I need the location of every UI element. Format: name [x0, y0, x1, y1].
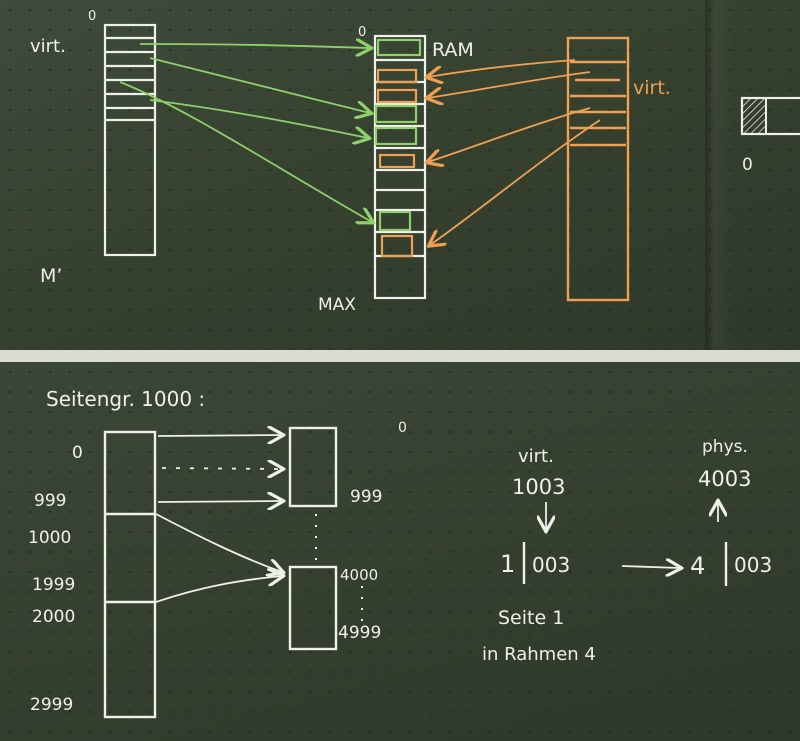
split-phys-offset: 003: [734, 553, 772, 577]
addr-0: 0: [72, 443, 83, 463]
page-size-title: Seitengr. 1000 :: [46, 387, 205, 411]
bottom-diagram: Seitengr. 1000 : 0 999 1000 1999 2000 29…: [28, 387, 772, 719]
addr-1999: 1999: [32, 575, 75, 595]
board-edge-shadow: [705, 0, 800, 350]
far-right-memory-sketch: [740, 96, 800, 136]
caption-line2: in Rahmen 4: [482, 644, 596, 665]
frame-4000: 4000: [340, 566, 378, 584]
top-board-panel: virt. 0 0 RAM virt. M’ MAX 0: [0, 0, 800, 350]
bottom-board-panel: Seitengr. 1000 : 0 999 1000 1999 2000 29…: [0, 362, 800, 741]
frame-top-999: 999: [350, 487, 382, 507]
translation-arrows: [546, 502, 718, 568]
orange-mapping-arrows: [428, 59, 601, 245]
addr-2000: 2000: [32, 607, 75, 627]
addr-999: 999: [34, 491, 66, 511]
ram-green-frames: [374, 38, 422, 232]
split-virt-offset: 003: [532, 553, 570, 577]
page-mapping-arrows: [155, 435, 282, 603]
ram-orange-frames: [376, 68, 418, 258]
board-divider: [0, 350, 800, 362]
caption-line1: Seite 1: [498, 607, 564, 629]
split-phys-frame: 4: [690, 552, 705, 580]
green-mapping-arrows: [119, 44, 372, 222]
phys-label: phys.: [702, 437, 748, 457]
label-zero-ram: 0: [358, 25, 366, 40]
physical-frames: [288, 426, 338, 651]
label-virt-left: virt.: [30, 36, 66, 57]
addr-1000: 1000: [28, 528, 71, 548]
virt-label: virt.: [518, 446, 554, 467]
dotted-continuations: [315, 514, 363, 624]
dot-grid: [0, 0, 800, 350]
virtual-memory-right: [566, 36, 630, 302]
addr-2999: 2999: [30, 695, 73, 715]
label-zero-left: 0: [88, 9, 96, 24]
top-diagram: virt. 0 0 RAM virt. M’ MAX 0: [30, 9, 800, 315]
label-zero-far: 0: [742, 155, 753, 175]
label-virt-right: virt.: [633, 77, 671, 99]
virtual-memory-left: [103, 23, 157, 257]
split-virt-page: 1: [500, 550, 515, 578]
dot-grid: [0, 362, 800, 741]
label-ram: RAM: [432, 39, 474, 61]
frame-4999: 4999: [338, 623, 381, 643]
phys-value: 4003: [698, 467, 751, 491]
virtual-pages-column: [103, 430, 157, 719]
frame-top-0: 0: [398, 420, 407, 436]
label-m-prime: M’: [40, 265, 62, 287]
label-max: MAX: [318, 295, 356, 315]
virt-value: 1003: [512, 475, 565, 499]
